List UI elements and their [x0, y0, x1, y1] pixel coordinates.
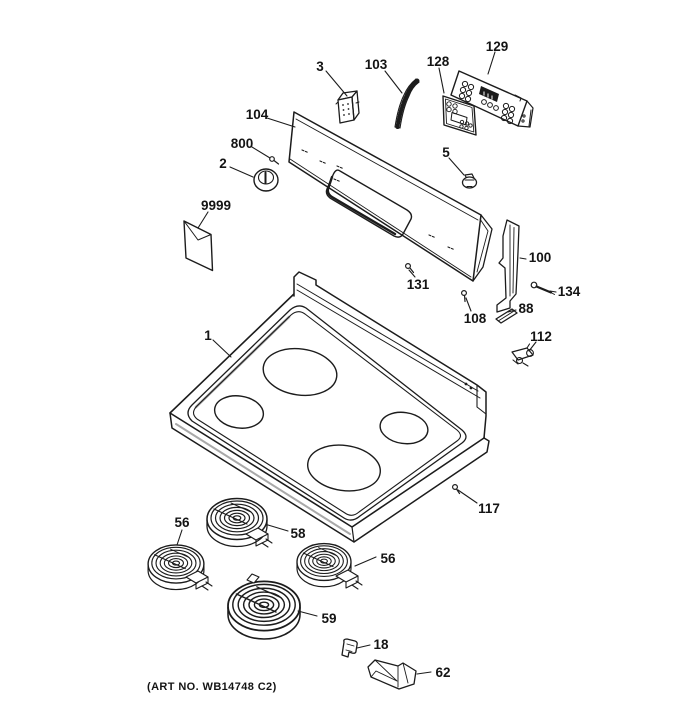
label-131: 131 — [407, 277, 430, 292]
control-board-part — [450, 70, 534, 128]
label-1: 1 — [204, 328, 212, 343]
surface-element-56-left — [147, 544, 213, 591]
clip-18-part — [341, 638, 358, 658]
switch-5-part — [461, 173, 478, 189]
label-3: 3 — [316, 59, 324, 74]
screw-108-part — [461, 290, 468, 303]
vent-duct-part — [394, 78, 420, 129]
label-112: 112 — [530, 329, 552, 344]
label-88: 88 — [518, 301, 534, 316]
label-62: 62 — [435, 665, 450, 680]
label-58: 58 — [290, 526, 306, 541]
oven-switch-part — [335, 90, 360, 124]
bracket-62-part — [367, 659, 417, 690]
display-window — [479, 86, 499, 102]
side-trim-part — [496, 219, 520, 313]
screw-134-part — [530, 281, 555, 295]
surface-element-56-right — [296, 542, 363, 590]
label-5: 5 — [442, 145, 450, 160]
bracket-112-part — [511, 343, 534, 367]
leader-lines — [176, 51, 557, 675]
label-134: 134 — [558, 284, 581, 299]
label-108: 108 — [464, 311, 487, 326]
surface-element-59 — [227, 573, 301, 640]
label-100: 100 — [529, 250, 552, 265]
label-800: 800 — [231, 136, 254, 151]
art-number: (ART NO. WB14748 C2) — [147, 681, 277, 693]
screw-800-part — [269, 156, 280, 165]
label-104: 104 — [246, 107, 269, 122]
keypad-overlay-part — [442, 95, 477, 136]
label-9999: 9999 — [201, 198, 231, 213]
label-128: 128 — [427, 54, 450, 69]
part-labels: 3 103 128 129 104 800 2 5 9999 100 134 8… — [174, 39, 580, 680]
label-56-right: 56 — [380, 551, 396, 566]
literature-envelope-part — [183, 220, 214, 272]
label-18: 18 — [373, 637, 389, 652]
surface-element-58 — [206, 497, 273, 548]
label-56-left: 56 — [174, 515, 190, 530]
backsplash-panel-part — [288, 111, 493, 282]
label-129: 129 — [486, 39, 509, 54]
maintop-part — [169, 271, 490, 543]
label-2: 2 — [219, 156, 227, 171]
label-59: 59 — [321, 611, 336, 626]
label-103: 103 — [365, 57, 388, 72]
spacer-strip-part — [495, 308, 518, 324]
screw-131-part — [405, 263, 415, 274]
label-117: 117 — [478, 501, 500, 516]
screw-117-part — [452, 484, 461, 495]
control-knob-part — [253, 168, 279, 192]
